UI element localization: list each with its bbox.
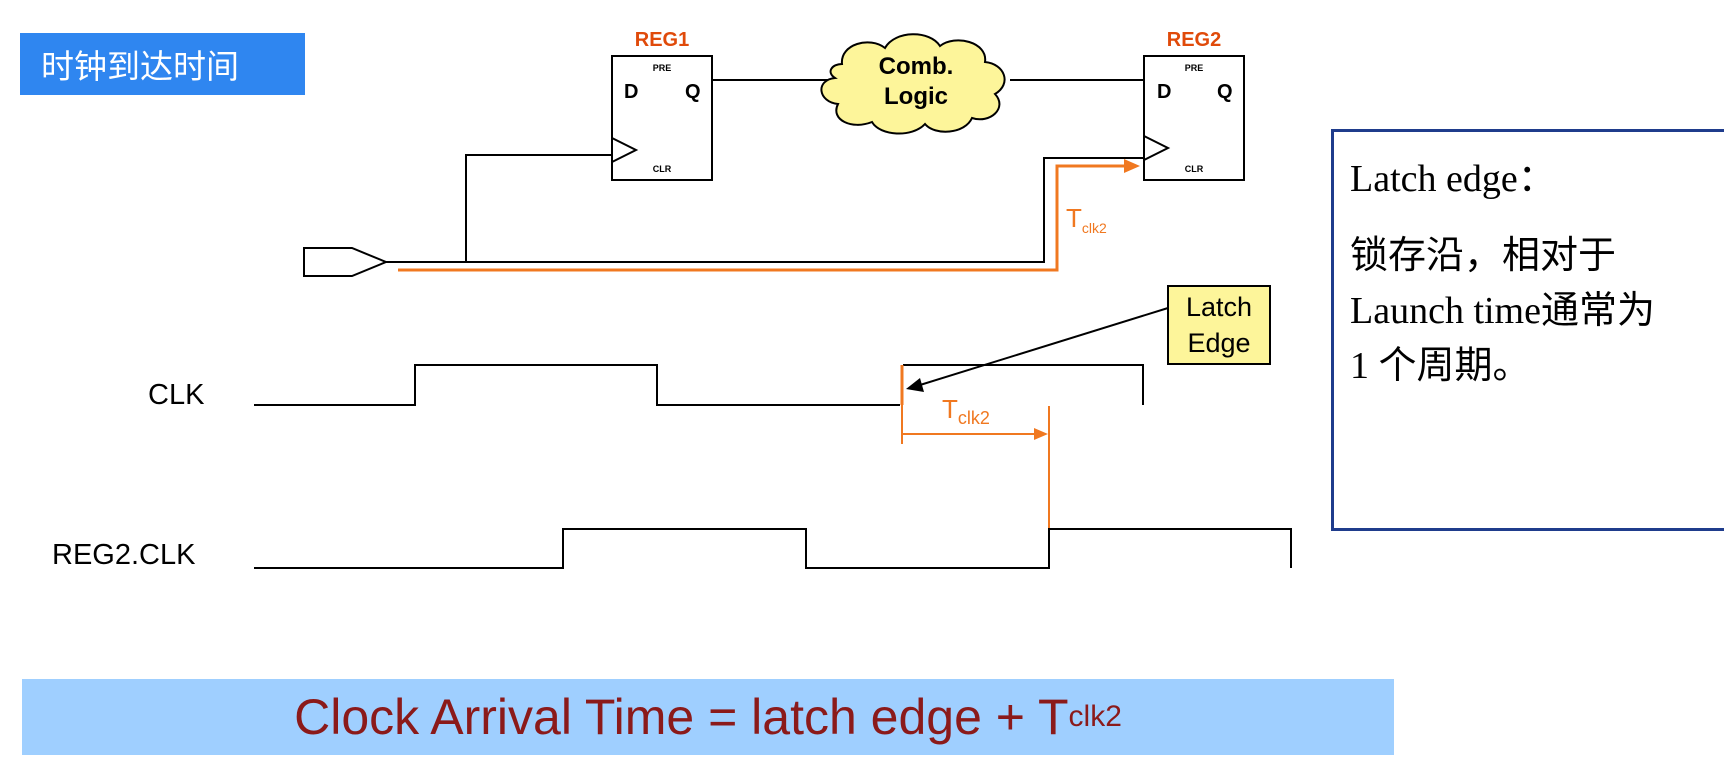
clock-net-black <box>386 157 1144 263</box>
formula-subscript: clk2 <box>1068 700 1122 733</box>
note-line-3: Launch time通常为 <box>1350 290 1655 333</box>
clock-path-arrowhead <box>1124 159 1140 173</box>
comb-logic-line1: Comb. <box>879 53 954 80</box>
cloud-shape <box>820 33 1006 135</box>
latch-edge-pointer <box>919 307 1169 386</box>
reg2-box <box>1143 55 1245 181</box>
latch-edge-box <box>1167 285 1271 365</box>
tclk2-path-label: Tclk2 <box>1066 203 1107 236</box>
note-box: Latch edge： 锁存沿，相对于 Launch time通常为 1 个周期… <box>1331 129 1724 531</box>
note-line-2: 锁存沿，相对于 <box>1350 235 1617 278</box>
clk-latch-high <box>903 364 1144 405</box>
clock-branch-reg1 <box>465 154 612 262</box>
note-line-1: Latch edge： <box>1350 158 1556 200</box>
reg2-label: REG2 <box>1167 29 1221 51</box>
clk-waveform <box>254 364 900 406</box>
latch-edge-line2: Edge <box>1187 328 1250 358</box>
latch-edge-line1: Latch <box>1186 292 1252 322</box>
reg2-clk-label: REG2.CLK <box>52 539 196 571</box>
reg1-pin-pre: PRE <box>653 63 672 73</box>
reg1-clock-triangle <box>611 137 639 163</box>
tclk2-measure: Tclk2 <box>901 394 1050 529</box>
clock-source-port <box>303 247 389 277</box>
latch-edge-pointer-head <box>906 378 924 392</box>
tclk2-measure-label: Tclk2 <box>942 394 990 428</box>
reg1-box <box>611 55 713 181</box>
reg2-pin-q: Q <box>1217 81 1233 103</box>
reg1-flip-flop: REG1 PRE D Q CLR <box>611 29 713 181</box>
clk-label: CLK <box>148 379 205 411</box>
tclk2-measure-arrowhead <box>1034 428 1048 440</box>
reg1-label: REG1 <box>635 29 689 51</box>
reg2-pin-d: D <box>1157 81 1171 103</box>
reg2-pin-pre: PRE <box>1185 63 1204 73</box>
reg1-pin-d: D <box>624 81 638 103</box>
clock-path-orange <box>398 164 1124 272</box>
comb-logic-cloud: Comb. Logic <box>820 33 1006 135</box>
formula-text: Clock Arrival Time = latch edge + T <box>294 689 1069 745</box>
reg1-pin-q: Q <box>685 81 701 103</box>
note-line-4: 1 个周期。 <box>1350 345 1531 388</box>
latch-edge-callout: Latch Edge <box>906 285 1271 392</box>
comb-logic-line2: Logic <box>884 83 948 110</box>
reg2-clk-waveform <box>254 528 1292 569</box>
reg2-clock-triangle <box>1143 135 1171 161</box>
slide-title: 时钟到达时间 <box>20 33 305 95</box>
reg1-pin-clr: CLR <box>653 164 672 174</box>
reg2-flip-flop: REG2 PRE D Q CLR <box>1143 29 1245 181</box>
reg2-pin-clr: CLR <box>1185 164 1204 174</box>
